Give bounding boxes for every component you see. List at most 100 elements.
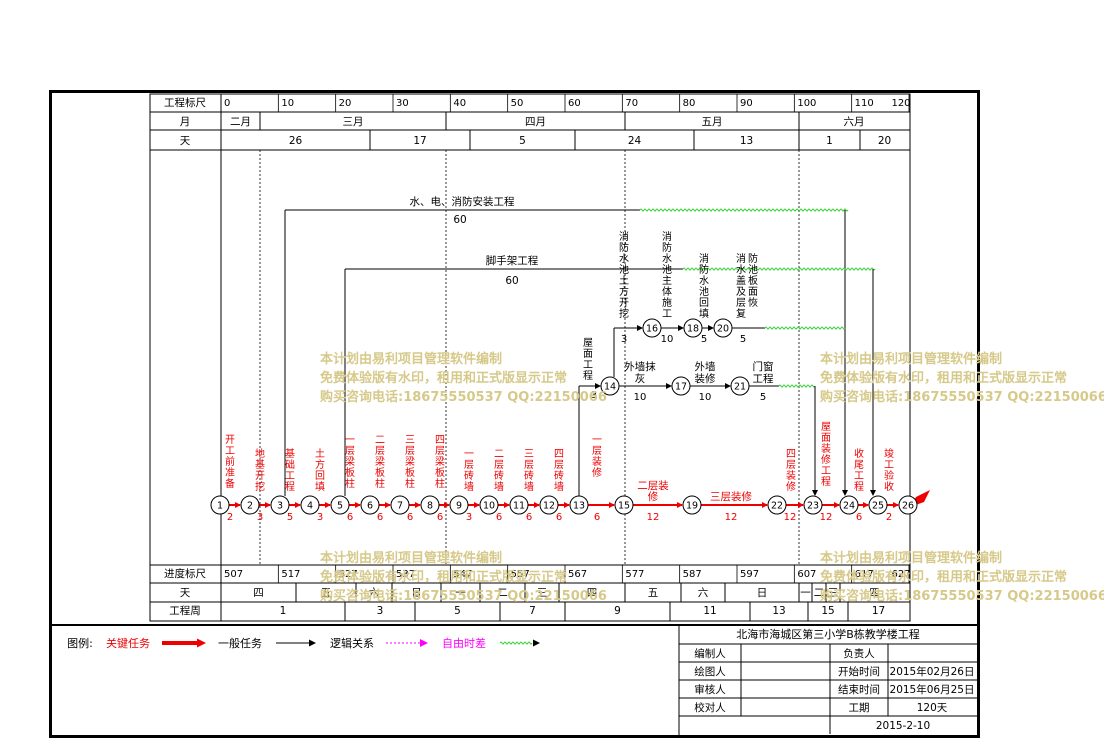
critical-duration: 3 — [317, 512, 323, 523]
task-label-char: 消 — [662, 230, 672, 243]
weekday-cell: 日 — [757, 587, 768, 599]
arrow-head — [309, 639, 316, 647]
progress-tick-label: 607 — [797, 569, 816, 580]
arrow-head — [834, 502, 840, 508]
task-label-char: 梁 — [345, 455, 355, 468]
weekday-cell: 一 — [455, 587, 466, 599]
watermark-line: 购买咨询电话:18675550537 QQ:22150066 — [820, 390, 1104, 405]
task-label-char: 层 — [464, 459, 474, 471]
arrow-head — [265, 502, 271, 508]
task-label-char: 填 — [315, 480, 325, 493]
scale-tick-label: 50 — [511, 98, 524, 109]
task-label-char: 程 — [285, 481, 295, 493]
node-number: 22 — [771, 501, 783, 512]
general-duration: 3 — [621, 334, 627, 345]
task-label-char: 工 — [225, 446, 235, 457]
task-label-char: 一 — [464, 449, 474, 460]
legend-freefloat-wave — [499, 641, 533, 645]
info-label: 绘图人 — [694, 665, 726, 678]
scale-tick-label: 70 — [625, 98, 638, 109]
day-cell: 13 — [740, 135, 753, 147]
task-label-char: 准 — [225, 467, 235, 479]
free-float-wave — [639, 208, 849, 212]
legend-critical-label: 关键任务 — [106, 636, 150, 650]
month-label: 月 — [180, 116, 191, 128]
event-node — [300, 495, 320, 515]
task-label-char: 板 — [405, 466, 415, 479]
watermark-line: 购买咨询电话:18675550537 QQ:22150066 — [320, 589, 607, 604]
task-label-char: 竣 — [884, 447, 894, 460]
weekday-cell: 五 — [321, 587, 332, 599]
node-number: 9 — [456, 501, 462, 512]
task-label-char: 开 — [225, 435, 235, 446]
task-label-char: 土 — [619, 274, 629, 287]
critical-duration: 3 — [257, 512, 263, 523]
day-cell: 26 — [289, 135, 303, 147]
task-label-char: 层 — [786, 459, 796, 471]
task-label-char: 复 — [736, 307, 746, 320]
watermark-line: 免费体验版有水印，租用和正式版显示正常 — [320, 371, 568, 386]
task-label-char: 工 — [285, 471, 295, 482]
task-label-char: 防 — [662, 241, 672, 254]
task-label-char: 柱 — [405, 477, 415, 490]
scale-tick-label: 40 — [453, 98, 466, 109]
node-number: 25 — [872, 501, 884, 512]
task-label-char: 四 — [435, 435, 445, 446]
drawing-date: 2015-2-10 — [876, 720, 930, 732]
node-number: 1 — [217, 501, 223, 512]
task-label-char: 修 — [786, 480, 796, 493]
task-label-char: 屋 — [583, 337, 593, 349]
task-label-char: 墙 — [464, 480, 474, 493]
node-number: 13 — [573, 501, 585, 512]
task-label-char: 开 — [255, 471, 265, 482]
task-label-char: 砖 — [494, 469, 504, 482]
arrow-head — [893, 502, 899, 508]
task-label-char: 土 — [315, 447, 325, 460]
critical-task-label: 三层装修 — [710, 490, 752, 503]
node-number: 10 — [483, 501, 495, 512]
task-label-char: 水 — [736, 264, 746, 276]
watermark-4: 本计划由易利项目管理软件编制 免费体验版有水印，租用和正式版显示正常 购买咨询电… — [820, 549, 1104, 606]
info-label: 审核人 — [694, 683, 726, 696]
arrow-head — [609, 502, 615, 508]
task-label-char: 体 — [662, 286, 672, 298]
task-label-char: 消 — [619, 230, 629, 243]
arrow-head — [798, 502, 804, 508]
week-label: 工程周 — [169, 605, 201, 617]
week-cell: 15 — [821, 605, 834, 617]
task-label-char: 装 — [786, 469, 796, 482]
node-number: 18 — [687, 324, 699, 335]
task-label-char: 基 — [285, 447, 295, 460]
task-label-char: 防 — [748, 252, 758, 265]
info-label: 负责人 — [843, 647, 875, 660]
weekday-cell: 三 — [537, 587, 548, 599]
task-label-char: 梁 — [405, 455, 415, 468]
task-label-char: 池 — [699, 285, 709, 298]
week-cell: 17 — [872, 605, 885, 617]
progress-tick-label: 617 — [855, 569, 874, 580]
watermark-line: 免费体验版有水印，租用和正式版显示正常 — [320, 570, 568, 585]
event-node — [270, 495, 290, 515]
free-float-wave — [682, 267, 876, 271]
watermark-line: 免费体验版有水印，租用和正式版显示正常 — [820, 371, 1068, 386]
event-node — [898, 495, 918, 515]
info-label: 校对人 — [694, 701, 726, 714]
critical-duration: 3 — [466, 512, 472, 523]
task-label-char: 屋 — [821, 421, 831, 433]
task-label-char: 墙 — [554, 480, 564, 493]
task-label-char: 程 — [854, 481, 864, 493]
weekday-cell: 四 — [253, 587, 264, 599]
critical-duration: 12 — [647, 512, 660, 523]
watermark-line: 免费体验版有水印，租用和正式版显示正常 — [820, 570, 1068, 585]
arrow-head — [595, 383, 601, 389]
month-cell: 三月 — [343, 116, 364, 128]
arrow-head — [385, 502, 391, 508]
watermark-3: 本计划由易利项目管理软件编制 免费体验版有水印，租用和正式版显示正常 购买咨询电… — [320, 549, 607, 606]
task-label-char: 墙 — [524, 480, 534, 493]
day-cell: 5 — [519, 135, 526, 147]
